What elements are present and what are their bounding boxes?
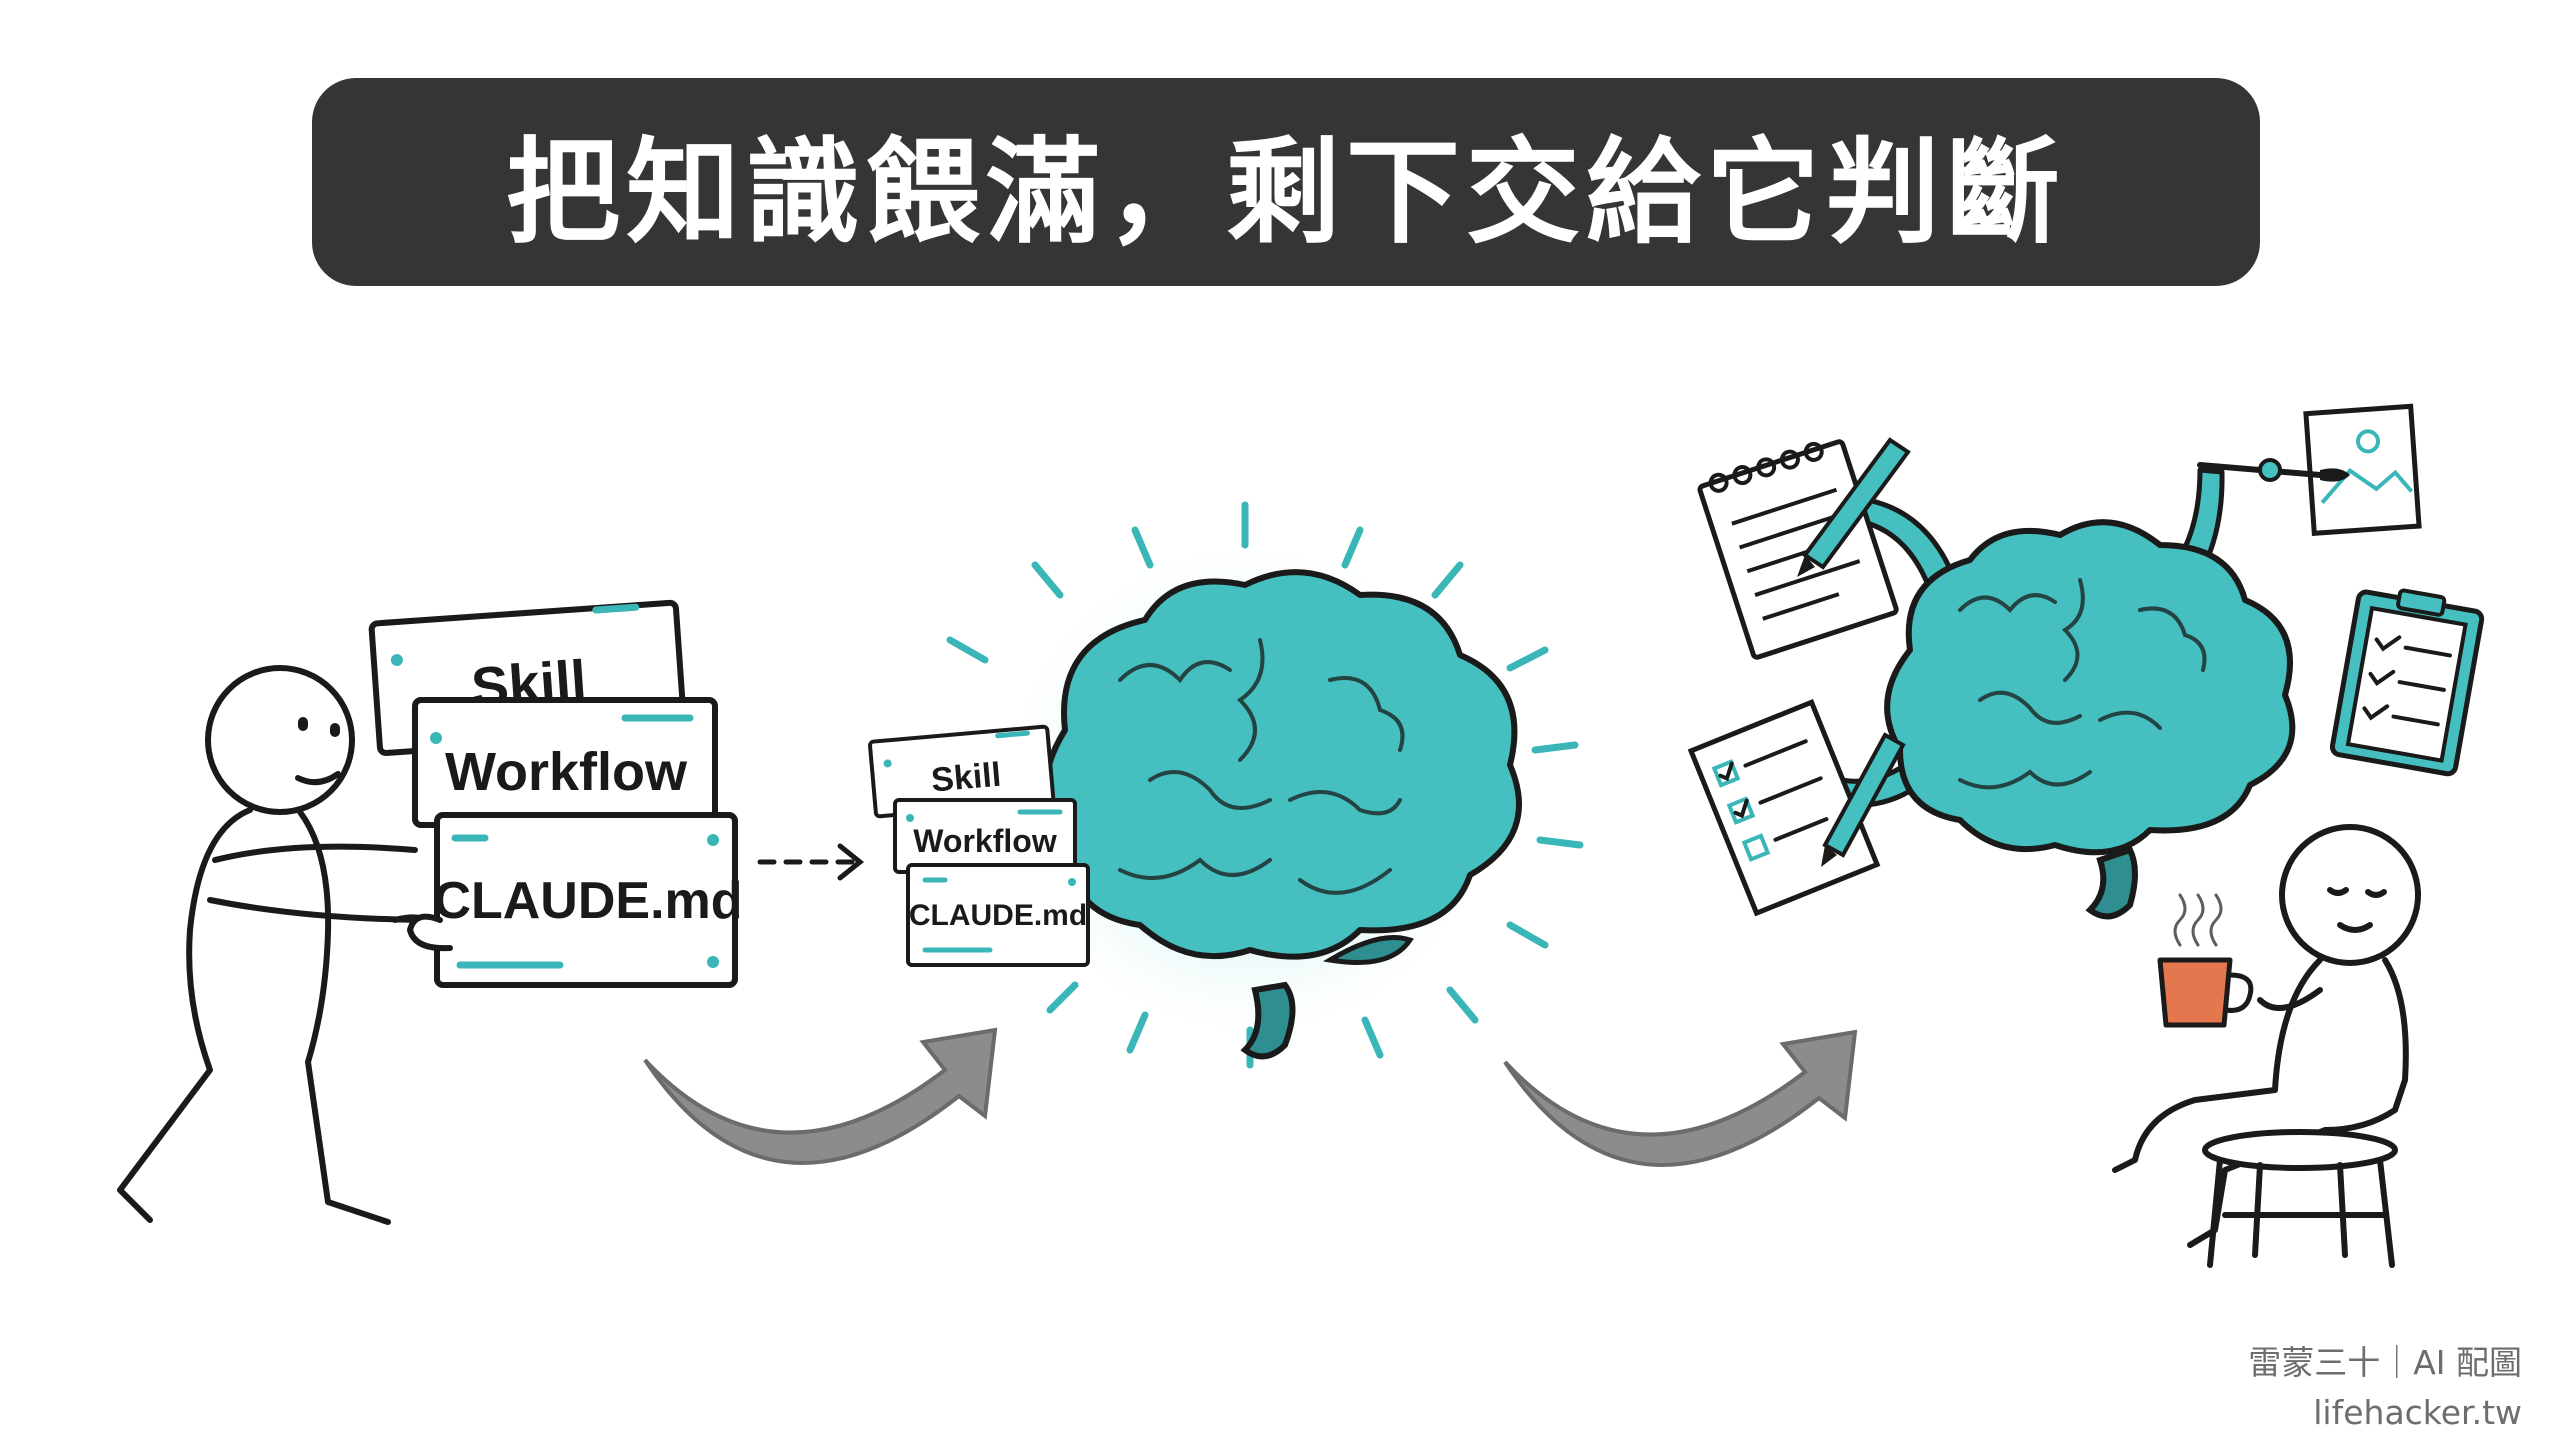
curved-arrow-icon <box>643 1027 998 1165</box>
card-label: CLAUDE.md <box>433 872 742 930</box>
credit-site: lifehacker.tw <box>2313 1393 2522 1432</box>
page-title: 把知識餵滿，剩下交給它判斷 <box>505 125 2066 259</box>
card-label: Workflow <box>913 823 1057 859</box>
card-claude-md: CLAUDE.md <box>906 863 1090 967</box>
title-banner: 把知識餵滿，剩下交給它判斷 <box>312 78 2260 286</box>
card-workflow: Workflow <box>893 798 1077 874</box>
card-label: Skill <box>930 756 1003 800</box>
clipboard-icon <box>2329 588 2485 777</box>
paintbrush-icon <box>2197 458 2350 482</box>
card-skill: Skill <box>868 724 1056 819</box>
pen-icon <box>1821 732 1906 867</box>
card-workflow: Workflow <box>412 697 718 828</box>
card-stack-large: Skill Workflow CLAUDE.md <box>368 599 743 988</box>
stool-icon <box>2202 1129 2398 1268</box>
person-icon <box>117 665 443 1225</box>
card-label: Workflow <box>445 742 688 802</box>
card-claude-md: CLAUDE.md <box>433 812 743 988</box>
coffee-mug-icon <box>2157 893 2254 1028</box>
card-stack-small: Skill Workflow CLAUDE.md <box>868 724 1090 967</box>
curved-arrow-icon <box>1503 1029 1858 1167</box>
pen-icon <box>1797 437 1911 577</box>
brain-icon <box>1042 569 1522 1060</box>
brain-icon <box>1884 519 2296 920</box>
credit-author: 雷蒙三十｜AI 配圖 <box>2248 1343 2522 1382</box>
person-icon <box>2112 824 2421 1248</box>
dashed-arrow-icon <box>757 843 865 881</box>
image-credit: 雷蒙三十｜AI 配圖 lifehacker.tw <box>2248 1338 2522 1438</box>
checklist-icon <box>1687 698 1881 917</box>
glow-rays <box>946 501 1584 1069</box>
card-label: CLAUDE.md <box>909 899 1087 932</box>
